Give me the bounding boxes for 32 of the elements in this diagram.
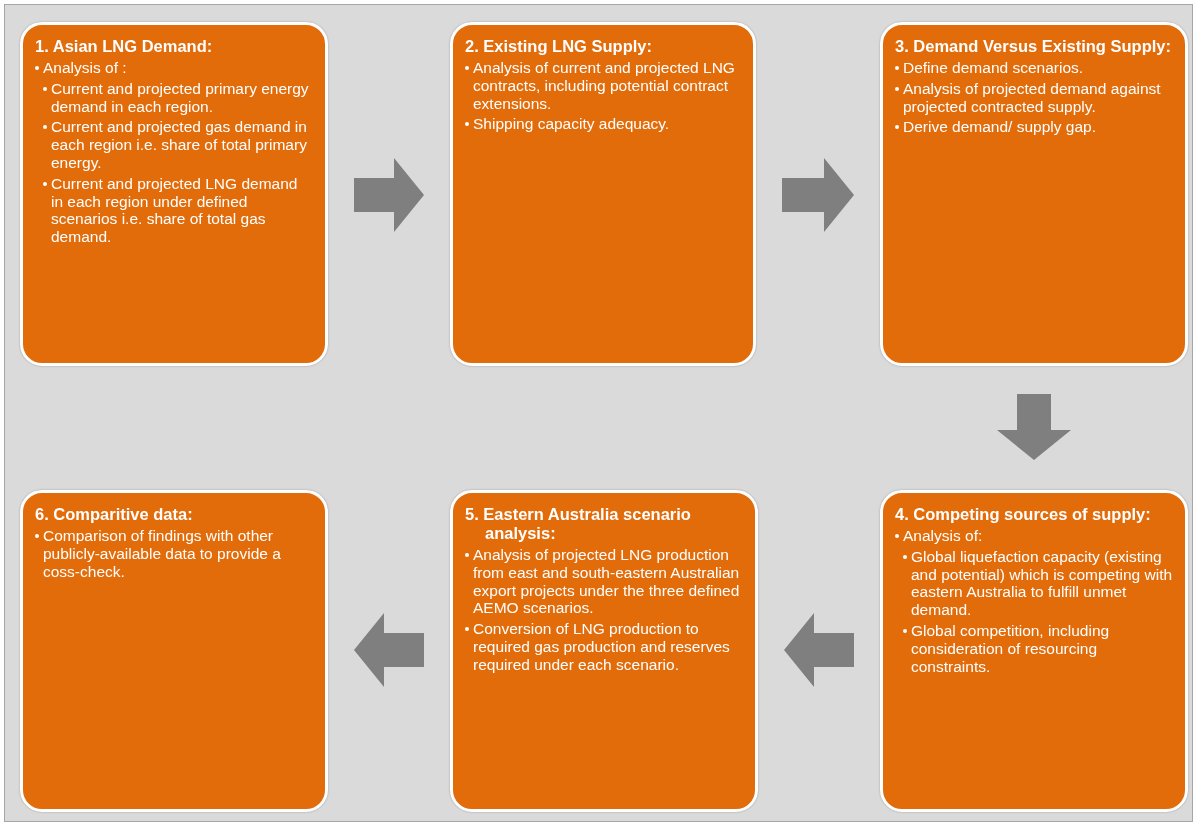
bullet-text: Global competition, including consideration of resourcing constraints. (911, 622, 1111, 676)
block-arrow (354, 613, 424, 687)
block-arrow (354, 158, 424, 232)
bullet-text: Analysis of current and projected LNG contracts, including potential contract extensions. (473, 58, 736, 113)
block-arrow (782, 158, 854, 232)
process-box (20, 22, 328, 366)
block-arrow (784, 613, 854, 687)
box-heading: 3. Demand Versus Existing Supply: (895, 37, 1172, 56)
bullet-text: Conversion of LNG production to required gas production and reserves required under each scenario. (473, 620, 731, 674)
process-box (880, 490, 1188, 812)
box-heading: 6. Comparitive data: (35, 505, 194, 524)
process-box (450, 490, 758, 812)
bullet-text: Analysis of projected demand against projected contracted supply. (903, 79, 1162, 116)
bullet-text: Comparison of findings with other publicly-available data to provide a coss-check. (43, 526, 282, 581)
bullet-text: Analysis of : (43, 58, 127, 77)
process-box (880, 22, 1188, 366)
bullet-text: Current and projected gas demand in each region i.e. share of total primary energy. (51, 118, 308, 172)
bullet-text: Global liquefaction capacity (existing and potential) which is competing with eastern Australia to fulfill unmet demand. (911, 547, 1173, 620)
box-heading: 5. Eastern Australia scenario analysis: (465, 505, 692, 543)
bullet-text: Derive demand/ supply gap. (903, 118, 1096, 137)
bullet-text: Current and projected LNG demand in each region under defined scenarios i.e. share of total gas demand. (51, 174, 299, 247)
bullet-text: Analysis of projected LNG production from east and south-eastern Australian export projects under the three defined AEMO scenarios. (473, 545, 741, 618)
process-box (20, 490, 328, 812)
bullet-text: Shipping capacity adequacy. (473, 115, 670, 134)
bullet-text: Define demand scenarios. (903, 58, 1084, 77)
bullet-text: Current and projected primary energy demand in each region. (51, 79, 310, 116)
bullet-text: Analysis of: (903, 526, 983, 545)
block-arrow (997, 394, 1071, 460)
box-heading: 2. Existing LNG Supply: (465, 37, 654, 56)
process-box (450, 22, 756, 366)
box-heading: 1. Asian LNG Demand: (35, 37, 214, 56)
box-heading: 4. Competing sources of supply: (895, 505, 1152, 524)
